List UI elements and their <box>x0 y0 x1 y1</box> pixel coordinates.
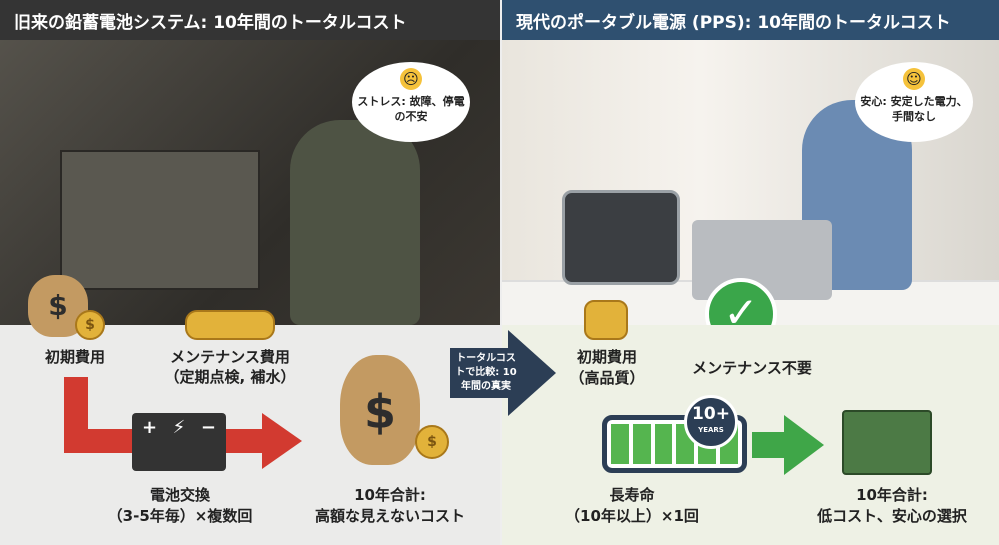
lifespan-label: 長寿命 <box>609 486 655 504</box>
portable-power-station-icon <box>562 190 680 285</box>
left-title: 旧来の鉛蓄電池システム: 10年間のトータルコスト <box>14 12 407 33</box>
right-cost-panel: 初期費用 （高品質） メンテナンス不要 10+ YEARS 長寿命 （10年以上… <box>502 300 999 545</box>
coin-icon: $ <box>415 425 449 459</box>
portable-power-room-illustration: ☺ 安心: 安定した電力、手間なし ✓ <box>502 40 999 350</box>
sad-face-icon: ☹ <box>400 68 422 90</box>
thought-bubble-relief: ☺ 安心: 安定した電力、手間なし <box>855 62 973 142</box>
lifespan-detail: （10年以上）×1回 <box>565 507 699 525</box>
lead-battery-room-illustration: ☹ ストレス: 故障、停電の不安 <box>0 40 500 325</box>
green-arrow-shaft <box>752 432 788 458</box>
coin-icon: $ <box>75 310 105 340</box>
no-maintenance-label: メンテナンス不要 <box>692 359 812 377</box>
center-arrow-text: トータルコストで比較: 10年間の真実 <box>455 353 517 392</box>
right-header: 現代のポータブル電源 (PPS): 10年間のトータルコスト <box>502 0 999 40</box>
left-header: 旧来の鉛蓄電池システム: 10年間のトータルコスト <box>0 0 500 40</box>
coin-stacks-icon <box>185 310 275 340</box>
coin-stack-icon <box>584 300 628 340</box>
red-arrow-head <box>262 413 302 469</box>
thought-bubble-stress: ☹ ストレス: 故障、停電の不安 <box>352 62 470 142</box>
cash-stacks-icon <box>842 410 932 475</box>
left-total-detail: 高額な見えないコスト <box>314 507 465 525</box>
stressed-man-figure <box>290 120 420 325</box>
replacement-detail-label: （3-5年毎）×複数回 <box>107 507 253 525</box>
broken-battery-icon: +⚡− <box>132 413 226 471</box>
right-total-label: 10年合計: <box>856 486 928 504</box>
left-cost-panel: $ $ 初期費用 メンテナンス費用 （定期点検, 補水） +⚡− 電池交換 （3… <box>0 275 500 545</box>
maintenance-cost-label: メンテナンス費用 <box>170 348 290 366</box>
green-arrow-head <box>784 415 824 475</box>
center-arrow-head <box>508 330 556 416</box>
lead-battery-bank-icon <box>60 150 260 290</box>
right-initial-cost-label: 初期費用 <box>576 348 637 366</box>
ten-years-badge: 10+ YEARS <box>684 395 738 449</box>
maintenance-detail-label: （定期点検, 補水） <box>164 368 296 386</box>
initial-cost-label: 初期費用 <box>44 348 105 366</box>
right-total-detail: 低コスト、安心の選択 <box>817 507 967 525</box>
left-total-label: 10年合計: <box>354 486 426 504</box>
right-title: 現代のポータブル電源 (PPS): 10年間のトータルコスト <box>516 12 951 33</box>
right-initial-detail: （高品質） <box>569 369 645 387</box>
center-arrow-body <box>450 348 512 398</box>
replacement-label: 電池交換 <box>149 486 210 504</box>
large-money-bag-icon: $ <box>340 355 420 465</box>
happy-face-icon: ☺ <box>903 68 925 90</box>
